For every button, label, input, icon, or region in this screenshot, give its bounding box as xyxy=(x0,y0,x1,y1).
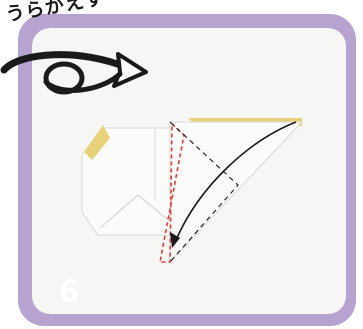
flip-over-icon xyxy=(0,30,150,110)
step-number-badge: 6 xyxy=(40,268,98,316)
paper-right-flap xyxy=(170,122,302,262)
